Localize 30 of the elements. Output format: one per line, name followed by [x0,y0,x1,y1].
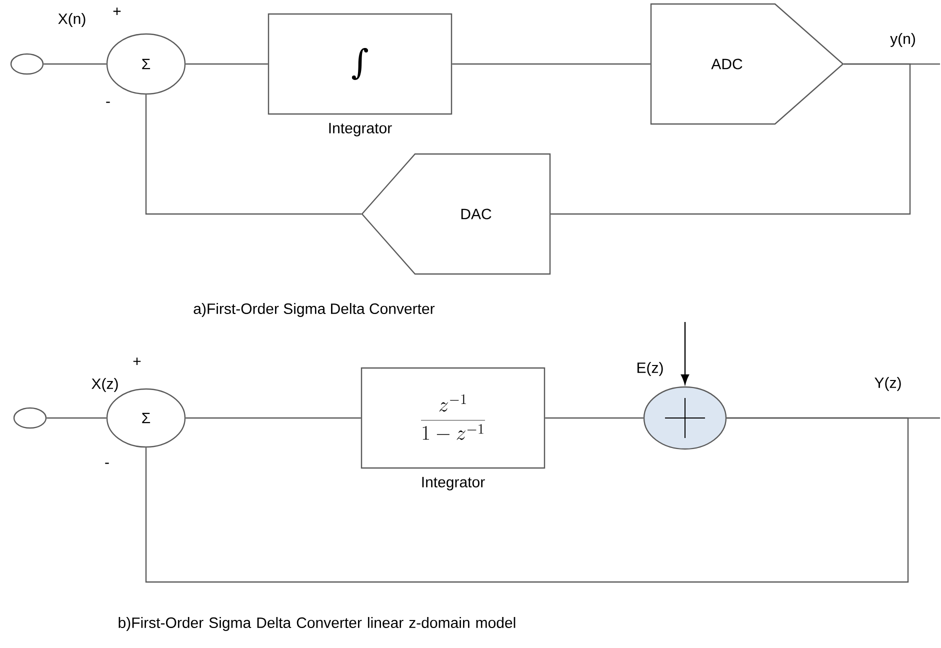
adder-circle [643,386,727,450]
connector-line [186,417,361,419]
signal-label: X(n) [58,13,86,27]
connector-line [145,94,362,215]
terminal-circle [10,53,44,75]
caption: a)First-Order Sigma Delta Converter [194,303,435,317]
integrator-box: ∫ [268,13,452,115]
sign-label: - [106,102,110,103]
connector-line [46,417,106,419]
integrator-box: $\frac{z^{-1}}{1-z^{-1}}$ [360,367,546,469]
block-label: Integrator [329,122,392,136]
block-label: Integrator [422,476,485,490]
dac-block: DAC [361,153,551,275]
signal-label: y(n) [890,33,915,47]
arrow [680,322,690,385]
sign-label: + [133,358,141,366]
connector-line [186,63,268,65]
connector-line [550,63,911,215]
connector-line [44,63,106,65]
connector-line [145,417,909,583]
signal-label: E(z) [637,362,663,376]
terminal-circle [13,407,47,429]
connector-line [452,63,650,65]
signal-label: Y(z) [874,377,901,391]
sign-label: + [113,8,121,16]
caption: b)First-Order Sigma Delta Converter linear z-domain model [118,617,516,631]
sign-label: - [105,462,109,464]
summing-junction: Σ [106,33,186,95]
connector-line [545,417,644,419]
adc-block: ADC [650,3,844,125]
